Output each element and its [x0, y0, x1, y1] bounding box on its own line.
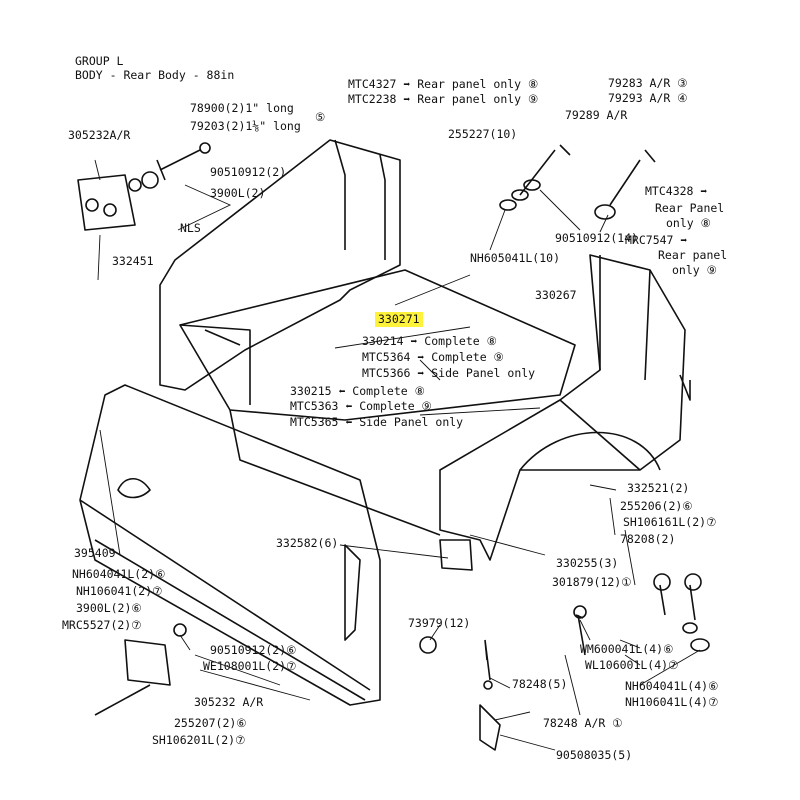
right-side-panel — [439, 254, 686, 561]
callout-mrc7547: MRC7547 ➡ — [625, 233, 688, 247]
callout-3900l: 3900L(2) — [210, 186, 266, 200]
callout-330214: 330214 ➡ Complete ⑧ — [362, 334, 497, 348]
callout-79293: 79293 A/R ④ — [608, 91, 688, 105]
callout-nh604041l-right: NH604041L(4)⑥ — [625, 679, 719, 693]
callout-90508035: 90508035(5) — [556, 748, 633, 762]
callout-90510912-14: 90510912(14) — [555, 231, 639, 245]
callout-nh604041l-left: NH604041L(2)⑥ — [72, 567, 166, 581]
callout-mtc4328-desc1: Rear Panel — [655, 201, 725, 215]
callout-255206: 255206(2)⑥ — [620, 499, 693, 513]
group-label: GROUP L — [75, 54, 124, 68]
callout-we108001l: WE108001L(2)⑦ — [203, 659, 297, 673]
callout-3900l-left: 3900L(2)⑥ — [76, 601, 142, 615]
callout-255227: 255227(10) — [448, 127, 518, 141]
callout-330271-highlighted: 330271 — [375, 312, 423, 327]
callout-332521: 332521(2) — [627, 481, 690, 495]
hinge-bracket — [77, 174, 136, 231]
callout-mtc5363: MTC5363 ⬅ Complete ⑨ — [290, 399, 432, 413]
callout-73979: 73979(12) — [408, 616, 471, 630]
callout-78248-5: 78248(5) — [512, 677, 568, 691]
diagram-subtitle: BODY - Rear Body - 88in — [75, 68, 235, 82]
callout-79203-ref: ⑤ — [315, 110, 326, 124]
callout-90510912-left: 90510912(2)⑥ — [210, 643, 297, 657]
callout-301879: 301879(12)① — [552, 575, 632, 589]
callout-332451: 332451 — [112, 254, 154, 268]
callout-nh605041l: NH605041L(10) — [470, 251, 561, 265]
callout-79203: 79203(2)1⅛" long — [190, 119, 301, 133]
callout-nh106041l-right: NH106041L(4)⑦ — [625, 695, 719, 709]
callout-90510912-2: 90510912(2) — [210, 165, 287, 179]
callout-mtc4328: MTC4328 ➡ — [645, 184, 708, 198]
callout-wm600041l: WM600041L(4)⑥ — [580, 642, 674, 656]
callout-78900: 78900(2)1" long — [190, 101, 294, 115]
tailgate — [79, 384, 381, 706]
callout-79283: 79283 A/R ③ — [608, 76, 688, 90]
callout-78208: 78208(2) — [620, 532, 676, 546]
callout-mtc5364: MTC5364 ➡ Complete ⑨ — [362, 350, 504, 364]
callout-sh106161l: SH106161L(2)⑦ — [623, 515, 717, 529]
callout-255207: 255207(2)⑥ — [174, 716, 247, 730]
callout-sh106201l: SH106201L(2)⑦ — [152, 733, 246, 747]
callout-mtc4327: MTC4327 ➡ Rear panel only ⑧ — [348, 77, 539, 91]
wheel-arch — [519, 431, 661, 471]
callout-nls: NLS — [180, 221, 201, 235]
callout-395409: 395409 — [74, 546, 116, 560]
callout-78248-ar: 78248 A/R ① — [543, 716, 623, 730]
callout-mrc5527: MRC5527(2)⑦ — [62, 618, 142, 632]
callout-nh106041-left: NH106041(2)⑦ — [76, 584, 163, 598]
callout-mtc2238: MTC2238 ➡ Rear panel only ⑨ — [348, 92, 539, 106]
callout-330215: 330215 ⬅ Complete ⑧ — [290, 384, 425, 398]
callout-wl106001l: WL106001L(4)⑦ — [585, 658, 679, 672]
callout-305232ar: 305232A/R — [68, 128, 131, 142]
callout-mtc5365: MTC5365 ⬅ Side Panel only — [290, 415, 464, 429]
callout-mtc5366: MTC5366 ➡ Side Panel only — [362, 366, 536, 380]
callout-332582: 332582(6) — [276, 536, 339, 550]
callout-mtc4328-desc2: only ⑧ — [666, 216, 711, 230]
callout-330267: 330267 — [535, 288, 577, 302]
callout-mrc7547-desc1: Rear panel — [658, 248, 728, 262]
callout-mrc7547-desc2: only ⑨ — [672, 263, 717, 277]
callout-79289: 79289 A/R — [565, 108, 628, 122]
rear-panel — [159, 139, 401, 391]
callout-330255: 330255(3) — [556, 556, 619, 570]
callout-305232: 305232 A/R — [194, 695, 264, 709]
